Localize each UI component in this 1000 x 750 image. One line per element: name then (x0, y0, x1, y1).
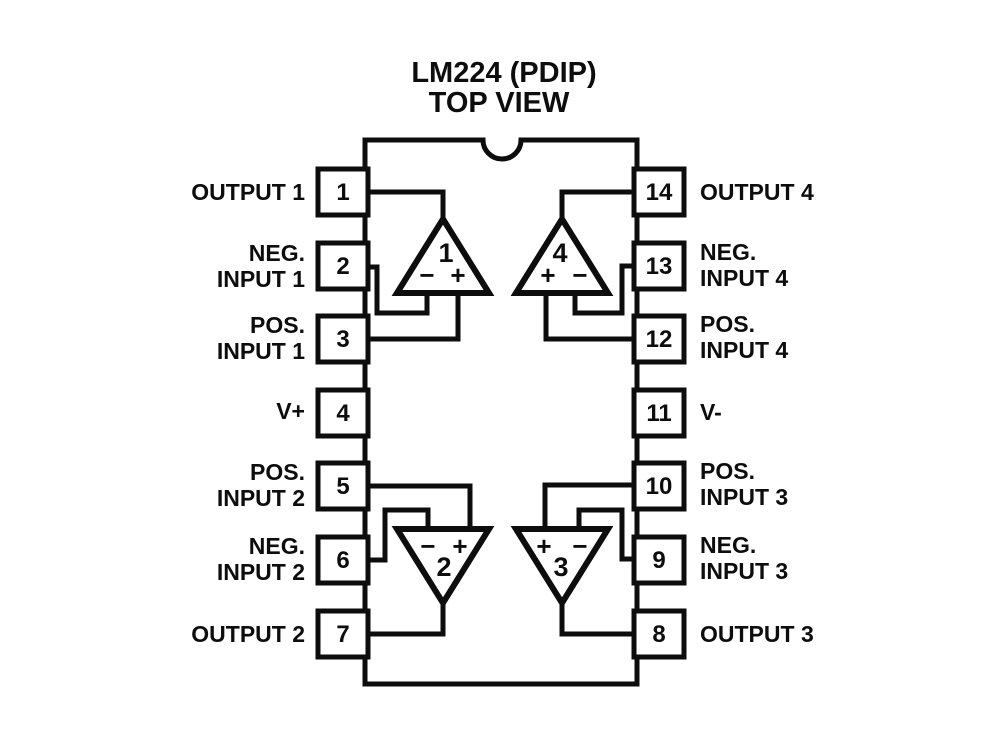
pin-number-2: 2 (336, 253, 349, 280)
pin-label-1: OUTPUT 1 (191, 179, 305, 205)
pin-number-10: 10 (646, 473, 673, 500)
pin-label-14: OUTPUT 4 (700, 179, 814, 205)
opamp1-number: 1 (438, 238, 453, 268)
pin-number-14: 14 (646, 179, 673, 206)
wire-opamp3-neg-input (576, 507, 634, 562)
pin-label-11: V- (700, 399, 722, 425)
pin-box-9 (631, 534, 687, 586)
pin-number-4: 4 (336, 400, 350, 427)
opamp2-triangle (391, 526, 495, 609)
wire-opamp1-neg-input (368, 264, 430, 316)
opamp4-number: 4 (552, 238, 567, 268)
wire-opamp2-pos-input (368, 483, 473, 527)
pin-label-7: OUTPUT 2 (191, 621, 305, 647)
pin-box-12 (631, 313, 687, 365)
opamp2-plus-sign: + (452, 531, 467, 561)
pin-label-2-line2: INPUT 1 (217, 266, 305, 292)
opamp2-minus-sign: − (420, 531, 435, 561)
pin-label-5-line2: INPUT 2 (217, 485, 305, 511)
pin-label-13-line2: INPUT 4 (700, 265, 788, 291)
opamp3-number: 3 (553, 552, 568, 582)
pin-label-9-line1: NEG. (700, 532, 756, 558)
opamp2-number: 2 (436, 552, 451, 582)
wire-opamp3-output (559, 600, 634, 637)
opamp3-triangle (510, 526, 614, 609)
opamp1-plus-sign: + (450, 260, 465, 290)
wire-opamp2-output (368, 600, 446, 637)
wire-opamp1-pos-input (368, 296, 461, 342)
pin-label-9-line2: INPUT 3 (700, 558, 788, 584)
pin-label-3-line2: INPUT 1 (217, 338, 305, 364)
pin-label-8: OUTPUT 3 (700, 621, 814, 647)
pin-number-7: 7 (336, 621, 349, 648)
opamp3-minus-sign: − (572, 531, 587, 561)
pin-label-10-line2: INPUT 3 (700, 484, 788, 510)
pin-box-5 (315, 460, 371, 512)
pin-box-8 (631, 608, 687, 660)
pin-box-2 (315, 240, 371, 292)
wire-opamp3-pos-input (542, 482, 634, 527)
pin-label-5-line1: POS. (250, 459, 305, 485)
pin-box-3 (315, 313, 371, 365)
pin-number-3: 3 (336, 326, 349, 353)
pin-number-12: 12 (646, 326, 673, 353)
opamp1-minus-sign: − (419, 260, 434, 290)
pin-label-12-line2: INPUT 4 (700, 337, 788, 363)
pin-number-8: 8 (652, 621, 665, 648)
wire-opamp2-neg-input (368, 507, 431, 563)
pin-label-10-line1: POS. (700, 458, 755, 484)
pin-number-6: 6 (336, 547, 349, 574)
diagram-subtitle: TOP VIEW (429, 87, 570, 119)
pin-number-13: 13 (646, 253, 673, 280)
opamp4-triangle (510, 213, 614, 296)
wire-opamp1-output (368, 189, 446, 222)
pin-label-6-line1: NEG. (249, 533, 305, 559)
pin-box-14 (631, 166, 687, 218)
pin-box-10 (631, 460, 687, 512)
diagram-title: LM224 (PDIP) (411, 57, 596, 89)
pin-label-4: V+ (276, 398, 305, 424)
pin-label-2-line1: NEG. (249, 240, 305, 266)
opamp4-plus-sign: + (540, 260, 555, 290)
pin-box-11 (631, 387, 687, 439)
pin-box-7 (315, 608, 371, 660)
wire-opamp4-pos-input (543, 296, 634, 342)
pin-box-13 (631, 240, 687, 292)
pin-number-1: 1 (336, 179, 349, 206)
wire-opamp4-output (559, 189, 634, 222)
opamp1-triangle (391, 213, 495, 296)
pin-box-6 (315, 534, 371, 586)
pin-box-4 (315, 387, 371, 439)
pin-label-12-line1: POS. (700, 311, 755, 337)
pin-label-3-line1: POS. (250, 312, 305, 338)
pin-number-11: 11 (646, 400, 671, 427)
ic-body (362, 137, 640, 687)
pin-number-5: 5 (336, 473, 349, 500)
pin-number-9: 9 (652, 547, 665, 574)
pin-label-13-line1: NEG. (700, 239, 756, 265)
pin-box-1 (315, 166, 371, 218)
wire-opamp4-neg-input (572, 263, 634, 316)
opamp3-plus-sign: + (536, 531, 551, 561)
pin-label-6-line2: INPUT 2 (217, 559, 305, 585)
opamp4-minus-sign: − (572, 260, 587, 290)
